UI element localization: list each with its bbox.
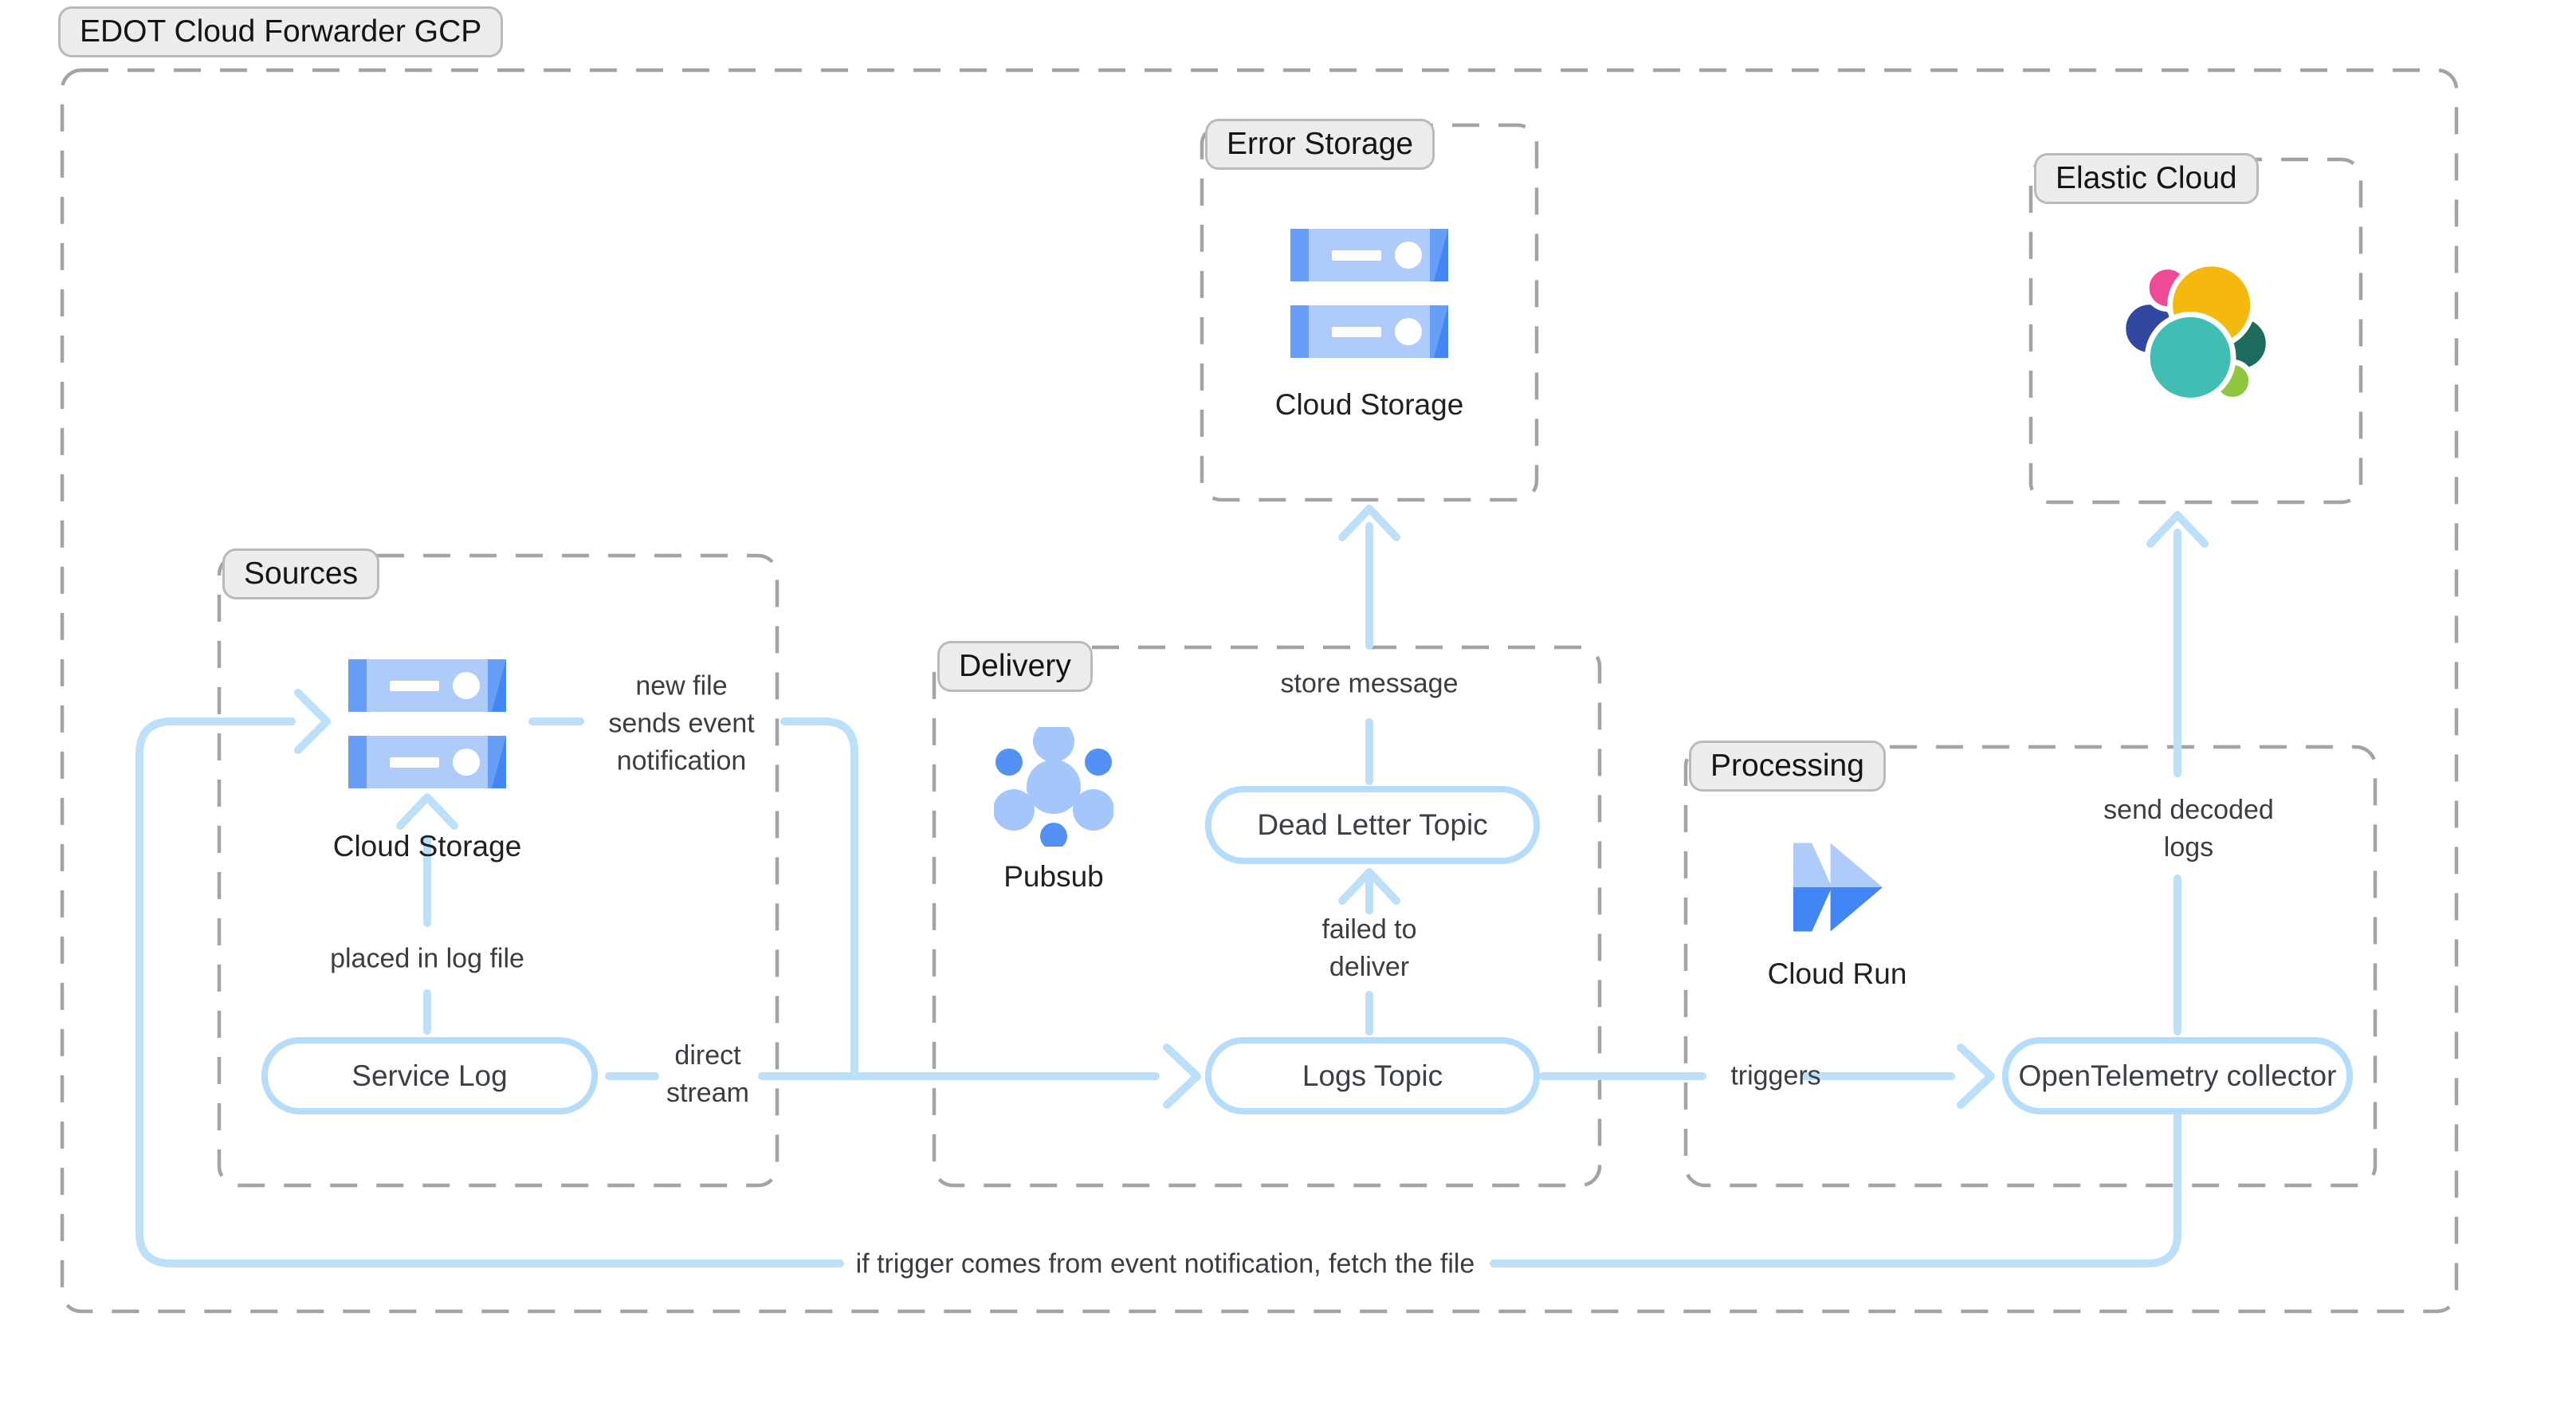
cloud-storage-error-caption: Cloud Storage bbox=[1274, 388, 1464, 421]
edge-store-arrowhead bbox=[1338, 505, 1400, 541]
sources-group-label: Sources bbox=[244, 556, 359, 591]
cloud-storage-sources-caption: Cloud Storage bbox=[332, 830, 522, 863]
failed-to-deliver-label: failed to deliver bbox=[1321, 914, 1417, 982]
store-message-label: store message bbox=[1280, 668, 1459, 699]
elastic-cloud-group-label-pill: Elastic Cloud bbox=[2034, 153, 2259, 204]
error-storage-group-label: Error Storage bbox=[1227, 127, 1414, 161]
otel-collector-label: OpenTelemetry collector bbox=[2018, 1059, 2337, 1092]
edge-fetch-loop-right bbox=[1490, 1111, 2181, 1267]
diagram-title-pill: EDOT Cloud Forwarder GCP bbox=[58, 6, 504, 57]
cloud-run-caption: Cloud Run bbox=[1767, 957, 1907, 990]
edge-triggers-arrowhead bbox=[1957, 1043, 1995, 1109]
send-decoded-logs-label: send decoded logs bbox=[2103, 795, 2274, 863]
cloud-storage-icon bbox=[348, 659, 506, 788]
outer-group-box bbox=[60, 68, 2459, 1314]
placed-in-log-file-label: placed in log file bbox=[330, 943, 524, 974]
sources-group-label-pill: Sources bbox=[222, 548, 380, 599]
pubsub-icon bbox=[994, 727, 1113, 847]
processing-group-label-pill: Processing bbox=[1689, 741, 1886, 792]
logs-topic-node: Logs Topic bbox=[1205, 1037, 1540, 1114]
new-file-event-label: new file sends event notification bbox=[608, 670, 755, 776]
edge-fetch-loop-left bbox=[135, 717, 844, 1267]
diagram-title: EDOT Cloud Forwarder GCP bbox=[80, 14, 482, 49]
dead-letter-topic-node: Dead Letter Topic bbox=[1205, 786, 1540, 864]
elastic-logo bbox=[2120, 261, 2272, 403]
edge-fetch-arrowhead bbox=[294, 689, 331, 754]
pubsub-caption: Pubsub bbox=[1003, 860, 1104, 893]
delivery-group-box bbox=[932, 645, 1602, 1188]
dead-letter-topic-label: Dead Letter Topic bbox=[1257, 808, 1488, 841]
edge-placed-arrowhead bbox=[396, 793, 458, 830]
delivery-group-label-pill: Delivery bbox=[937, 641, 1093, 692]
service-log-node: Service Log bbox=[261, 1037, 598, 1114]
edge-failed-arrowhead bbox=[1338, 868, 1400, 905]
edge-logs-topic-arrowhead bbox=[1163, 1043, 1201, 1109]
processing-group-label: Processing bbox=[1710, 749, 1864, 783]
elastic-cloud-group-label: Elastic Cloud bbox=[2056, 161, 2237, 195]
edge-send-arrowhead bbox=[2146, 511, 2209, 548]
processing-group-box bbox=[1683, 745, 2378, 1188]
service-log-label: Service Log bbox=[351, 1059, 508, 1092]
delivery-group-label: Delivery bbox=[959, 649, 1071, 683]
fetch-file-label: if trigger comes from event notification… bbox=[855, 1248, 1475, 1279]
cloud-run-icon bbox=[1793, 843, 1883, 932]
edge-event-down bbox=[780, 717, 858, 1080]
error-storage-group-label-pill: Error Storage bbox=[1205, 119, 1435, 170]
sources-group-box bbox=[217, 553, 779, 1188]
logs-topic-label: Logs Topic bbox=[1302, 1059, 1443, 1092]
otel-collector-node: OpenTelemetry collector bbox=[2002, 1037, 2353, 1114]
cloud-storage-icon bbox=[1290, 229, 1448, 358]
direct-stream-label: direct stream bbox=[666, 1040, 749, 1108]
triggers-label: triggers bbox=[1730, 1060, 1821, 1091]
